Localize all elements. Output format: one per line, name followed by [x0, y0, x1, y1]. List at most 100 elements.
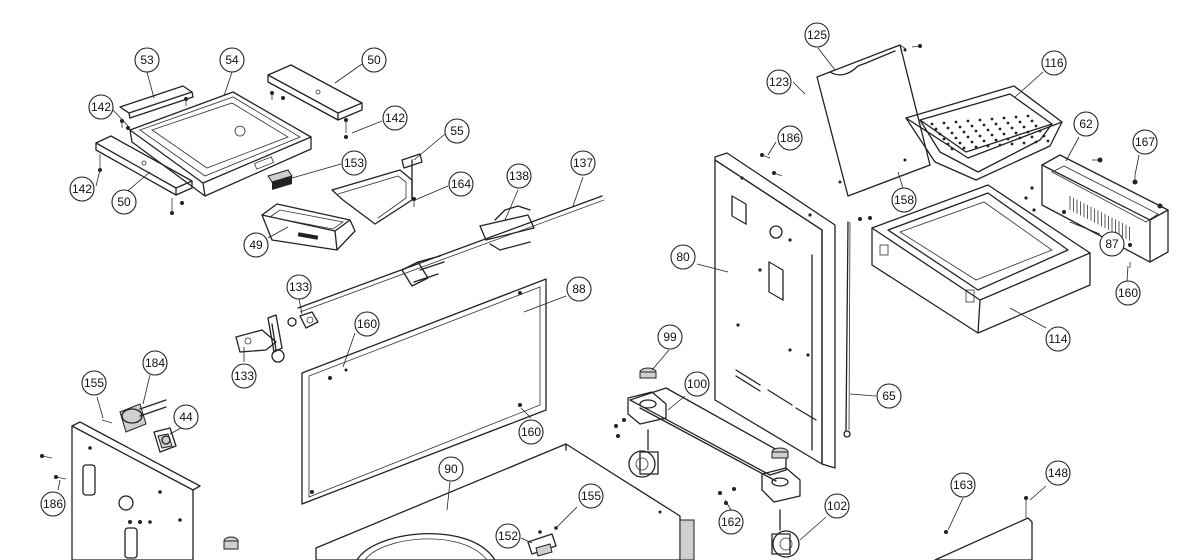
svg-text:44: 44 [179, 410, 193, 424]
callout-100: 100 [684, 371, 710, 397]
svg-text:137: 137 [573, 156, 593, 170]
svg-text:155: 155 [84, 376, 104, 390]
callout-160-door: 160 [518, 419, 544, 445]
callout-50-lower: 50 [111, 189, 137, 215]
svg-text:186: 186 [43, 497, 63, 511]
part-motor-mount [235, 311, 319, 363]
svg-text:184: 184 [145, 356, 165, 370]
svg-text:53: 53 [140, 53, 154, 67]
callout-152: 152 [495, 523, 521, 549]
callout-164: 164 [448, 171, 474, 197]
callout-186-left: 186 [40, 491, 66, 517]
callout-90: 90 [438, 456, 464, 482]
svg-text:160: 160 [1118, 286, 1138, 300]
svg-text:160: 160 [521, 425, 541, 439]
part-grease-tray [261, 203, 356, 251]
callout-133-lower: 133 [231, 363, 257, 389]
part-wire-bracket [331, 153, 423, 225]
part-ignition-module [101, 399, 167, 433]
callout-53: 53 [134, 47, 160, 73]
callout-160-right: 160 [1115, 280, 1141, 306]
part-valve-44 [153, 427, 177, 453]
callout-65: 65 [876, 383, 902, 409]
callout-114: 114 [1045, 326, 1071, 352]
svg-text:90: 90 [444, 462, 458, 476]
part-cabinet-side-panel [714, 152, 836, 469]
svg-text:99: 99 [663, 330, 677, 344]
svg-text:54: 54 [225, 53, 239, 67]
svg-text:50: 50 [117, 195, 131, 209]
callout-55: 55 [444, 118, 470, 144]
part-cable-65 [843, 216, 872, 438]
callout-163: 163 [950, 472, 976, 498]
svg-text:133: 133 [234, 369, 254, 383]
part-rail-50-lower [95, 126, 193, 215]
svg-text:65: 65 [882, 389, 896, 403]
callout-142-left: 142 [88, 94, 114, 120]
part-hood-lid [816, 44, 931, 197]
svg-text:155: 155 [581, 489, 601, 503]
callout-133-upper: 133 [286, 274, 312, 300]
part-lower-right-panel [934, 496, 1033, 560]
callout-155-left: 155 [81, 370, 107, 396]
callout-62: 62 [1073, 111, 1099, 137]
part-knob-bottom [223, 536, 239, 550]
svg-text:102: 102 [827, 499, 847, 513]
svg-text:142: 142 [91, 100, 111, 114]
callout-102: 102 [824, 493, 850, 519]
callout-99: 99 [657, 324, 683, 350]
control-panel-vents [1069, 196, 1130, 241]
svg-text:148: 148 [1048, 466, 1068, 480]
part-bracket-53 [119, 85, 194, 128]
svg-text:152: 152 [498, 529, 518, 543]
svg-text:88: 88 [572, 282, 586, 296]
callout-148: 148 [1045, 460, 1071, 486]
basket-perforations [930, 114, 1050, 151]
part-door-panel [301, 278, 547, 505]
svg-text:167: 167 [1135, 135, 1155, 149]
callout-116: 116 [1041, 50, 1067, 76]
svg-text:142: 142 [385, 111, 405, 125]
svg-text:162: 162 [721, 515, 741, 529]
callout-138: 138 [506, 163, 532, 189]
svg-text:153: 153 [344, 156, 364, 170]
svg-text:50: 50 [367, 53, 381, 67]
callout-54: 54 [219, 47, 245, 73]
callout-160-upper: 160 [354, 311, 380, 337]
callout-155-center: 155 [578, 483, 604, 509]
part-handle-153 [267, 169, 293, 190]
svg-text:100: 100 [687, 377, 707, 391]
svg-text:123: 123 [769, 75, 789, 89]
callout-88: 88 [566, 276, 592, 302]
svg-text:125: 125 [807, 28, 827, 42]
svg-text:142: 142 [72, 182, 92, 196]
part-control-panel [1024, 154, 1169, 268]
callout-123: 123 [766, 69, 792, 95]
part-storage-box [871, 184, 1091, 334]
part-base-frame [614, 367, 801, 558]
callout-50-upper: 50 [361, 47, 387, 73]
callout-153: 153 [341, 150, 367, 176]
svg-text:163: 163 [953, 478, 973, 492]
svg-text:186: 186 [780, 131, 800, 145]
svg-text:80: 80 [676, 250, 690, 264]
callout-184: 184 [142, 350, 168, 376]
callout-44: 44 [173, 404, 199, 430]
svg-text:116: 116 [1044, 56, 1063, 70]
callout-80: 80 [670, 244, 696, 270]
svg-text:55: 55 [450, 124, 464, 138]
leader-lines [57, 47, 1140, 544]
callout-125: 125 [804, 22, 830, 48]
part-rail-50-upper [267, 64, 363, 139]
callout-158: 158 [891, 187, 917, 213]
svg-text:133: 133 [289, 280, 309, 294]
callout-167: 167 [1132, 129, 1158, 155]
svg-text:114: 114 [1048, 332, 1067, 346]
callout-137: 137 [570, 150, 596, 176]
callout-87: 87 [1099, 231, 1125, 257]
callout-49: 49 [243, 232, 269, 258]
svg-text:87: 87 [1105, 237, 1119, 251]
part-perforated-basket [905, 85, 1063, 181]
callout-186-right: 186 [777, 125, 803, 151]
